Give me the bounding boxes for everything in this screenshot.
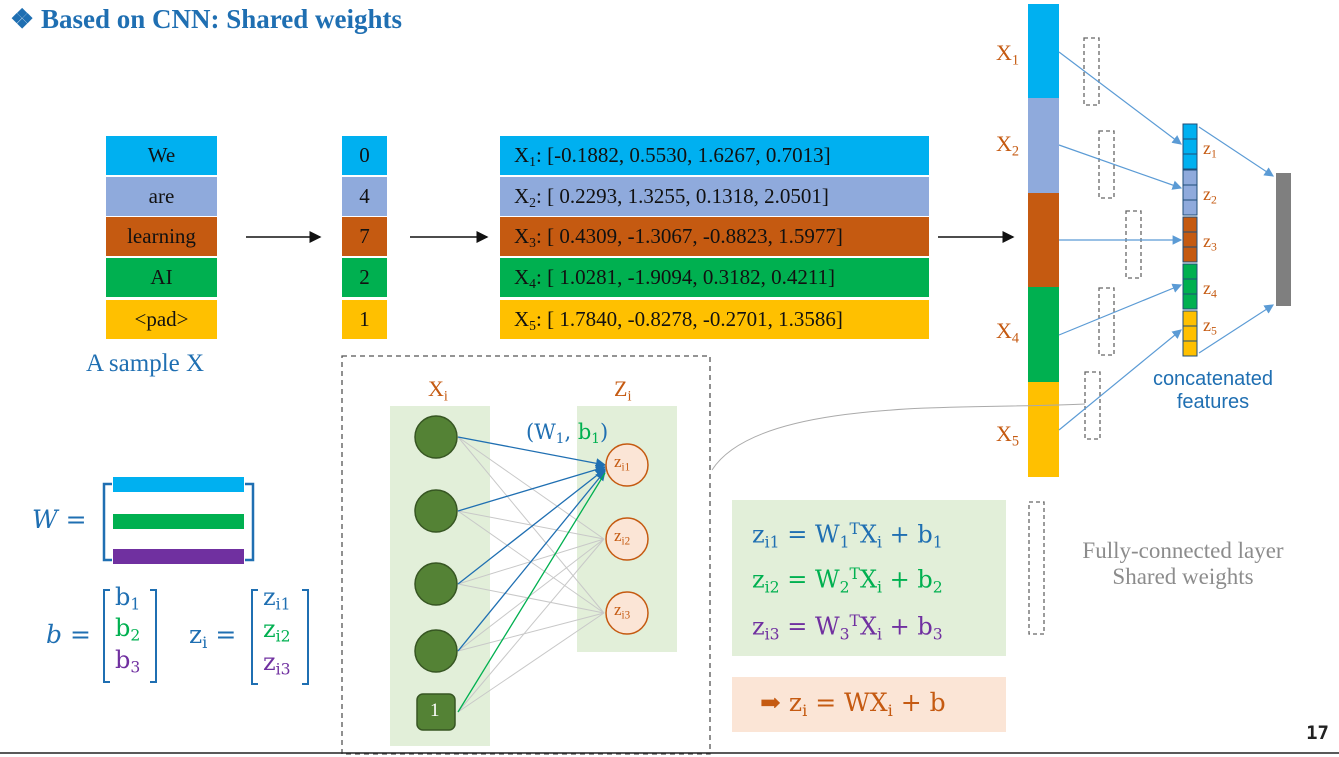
- input-node: [414, 415, 458, 459]
- input-layer-label: Xi: [428, 376, 448, 405]
- b-left-bracket: [103, 589, 110, 683]
- concat-label: z1: [1203, 138, 1217, 161]
- embedding-vector-cell: X3: [ 0.4309, -1.3067, -0.8823, 1.5977]: [500, 217, 929, 256]
- stack-label: X2: [996, 131, 1020, 160]
- input-nodes: [414, 415, 458, 731]
- w-matrix-label: W =: [32, 505, 87, 534]
- zi-entry: zi2: [263, 615, 291, 646]
- token-cell: We: [106, 136, 217, 175]
- sliding-windows: [1028, 37, 1142, 635]
- stack-label: X4: [996, 318, 1020, 347]
- embedding-vector-cell: X2: [ 0.2293, 1.3255, 0.1318, 2.0501]: [500, 177, 929, 216]
- output-nodes: [605, 443, 649, 635]
- page-number: 17: [1306, 722, 1329, 744]
- w-row-3: [113, 549, 244, 564]
- zi-vector-label: zi =: [189, 620, 237, 652]
- output-vector: [1276, 173, 1291, 306]
- output-node: [605, 591, 649, 635]
- output-layer-label: Zi: [614, 376, 632, 405]
- b-entry: b1: [115, 583, 141, 614]
- embedding-vector-cell: X4: [ 1.0281, -1.9094, 0.3182, 0.4211]: [500, 258, 929, 297]
- network-box: [341, 355, 711, 755]
- network-edges: [457, 436, 605, 713]
- concat-label: z5: [1203, 315, 1217, 338]
- concat-label: z3: [1203, 231, 1217, 254]
- stack-label: X5: [996, 421, 1020, 450]
- token-id-cell: 4: [342, 177, 387, 216]
- summary-box: [732, 677, 1006, 732]
- zi-right-bracket: [302, 589, 309, 685]
- stack-x5: [1028, 382, 1059, 477]
- b-vector-label: b =: [46, 620, 91, 649]
- stack-label: X1: [996, 40, 1020, 69]
- equation-line: zi3 = W3TXi + b3: [752, 612, 943, 644]
- input-node: [414, 489, 458, 533]
- concat-features: [1182, 123, 1198, 357]
- window-to-network-curve: [711, 403, 1086, 471]
- zi-entry: zi1: [263, 583, 291, 614]
- zi-left-bracket: [251, 589, 258, 685]
- embedding-vector-cell: X1: [-0.1882, 0.5530, 1.6267, 0.7013]: [500, 136, 929, 175]
- stack-x4: [1028, 287, 1059, 382]
- summary-equation: ➡ zi = WXi + b: [760, 688, 946, 720]
- weight-label: (W1, b1): [526, 420, 609, 448]
- output-node-label: zi3: [614, 600, 631, 622]
- w-right-bracket: [245, 482, 255, 562]
- token-id-cell: 7: [342, 217, 387, 256]
- token-id-cell: 2: [342, 258, 387, 297]
- input-node: [414, 629, 458, 673]
- embedding-vector-cell: X5: [ 1.7840, -0.8278, -0.2701, 1.3586]: [500, 300, 929, 339]
- token-id-cell: 1: [342, 300, 387, 339]
- zi-entry: zi3: [263, 648, 291, 679]
- token-cell: are: [106, 177, 217, 216]
- output-node: [605, 443, 649, 487]
- bias-node: [416, 693, 456, 731]
- bias-node-label: 1: [430, 700, 440, 721]
- token-cell: AI: [106, 258, 217, 297]
- window-arrows: [1058, 51, 1275, 431]
- concat-label: z2: [1203, 184, 1217, 207]
- concat-label: z4: [1203, 278, 1217, 301]
- bias-edge-b1: [457, 472, 606, 713]
- equation-line: zi1 = W1TXi + b1: [752, 520, 943, 552]
- stack-x3: [1028, 193, 1059, 287]
- stack-x1: [1028, 4, 1059, 98]
- token-id-cell: 0: [342, 136, 387, 175]
- input-node: [414, 562, 458, 606]
- output-node-label: zi1: [614, 452, 631, 474]
- output-node: [605, 517, 649, 561]
- equations-box: [732, 500, 1006, 656]
- w-left-bracket: [102, 482, 112, 562]
- slide-title: ❖ Based on CNN: Shared weights: [10, 4, 403, 34]
- token-cell: <pad>: [106, 300, 217, 339]
- stack-x2: [1028, 98, 1059, 193]
- sample-label: A sample X: [86, 350, 205, 377]
- b-entry: b2: [115, 614, 141, 645]
- token-cell: learning: [106, 217, 217, 256]
- b-entry: b3: [115, 646, 141, 677]
- w-row-2: [113, 514, 244, 529]
- b-right-bracket: [150, 589, 157, 683]
- equation-line: zi2 = W2TXi + b2: [752, 565, 943, 597]
- weight-edges-w1: [457, 436, 607, 652]
- w-row-1: [113, 477, 244, 492]
- output-node-label: zi2: [614, 526, 631, 548]
